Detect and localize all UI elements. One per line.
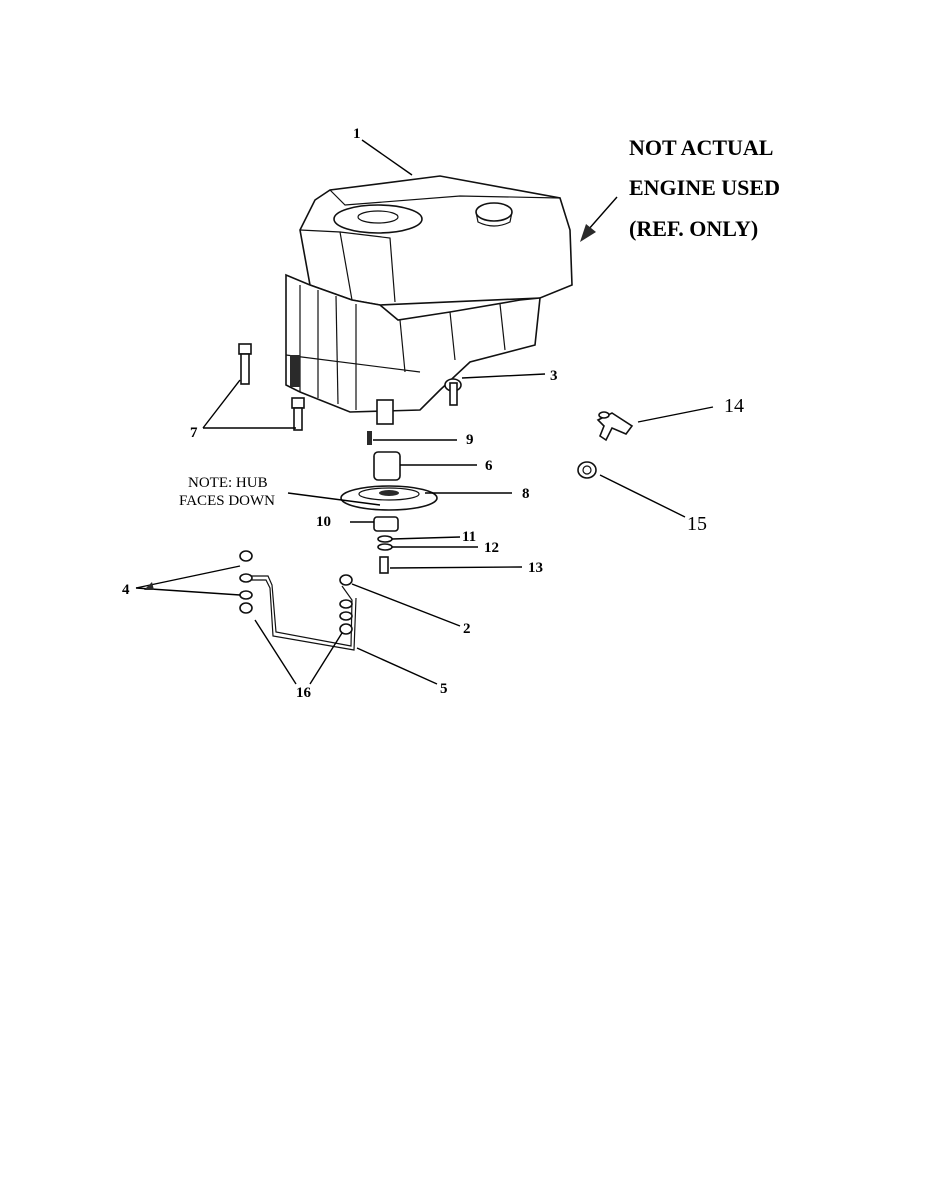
mounting-bolt-3	[449, 382, 458, 406]
disclaimer-line-3: (REF. ONLY)	[629, 216, 758, 241]
bracket-part-5	[248, 575, 357, 651]
callout-5: 5	[440, 681, 448, 697]
fuel-cap-rim	[475, 211, 513, 227]
leader-5	[356, 647, 438, 685]
washer-right-2	[339, 611, 353, 621]
fuel-cap	[475, 202, 513, 222]
callout-10: 10	[316, 514, 331, 530]
leader-16a	[254, 619, 297, 685]
callout-6: 6	[485, 458, 493, 474]
bolt-upper-head	[238, 343, 252, 355]
leader-15	[599, 474, 686, 518]
callout-12: 12	[484, 540, 499, 556]
spacer-part-6	[373, 451, 401, 481]
callout-14: 14	[724, 395, 744, 417]
leader-16b	[309, 632, 343, 685]
callout-labels: 1 3 7 9 6 8 10 11 12 13 14 15 4 2 5 16	[122, 126, 744, 701]
key-part-9	[367, 431, 372, 445]
leader-4a	[135, 565, 241, 589]
block-shadow	[290, 355, 300, 387]
nut-right-1	[339, 574, 353, 586]
engine-mount-bolts	[238, 343, 305, 431]
washer-part-11	[377, 535, 393, 543]
pulley-part-8-inner	[358, 487, 420, 501]
callout-7: 7	[190, 425, 198, 441]
hub-part-10	[373, 516, 399, 532]
engine-illustration	[285, 175, 573, 425]
block-detail-3	[335, 295, 339, 405]
note-line-2: FACES DOWN	[179, 493, 275, 509]
callout-8: 8	[522, 486, 530, 502]
disclaimer-line-1: NOT ACTUAL	[629, 135, 773, 160]
air-cleaner-inner	[357, 210, 399, 224]
nut-left-2	[239, 602, 253, 614]
callout-16: 16	[296, 685, 312, 701]
callout-9: 9	[466, 432, 474, 448]
leader-note	[287, 492, 381, 506]
callout-2: 2	[463, 621, 471, 637]
air-cleaner-cover	[333, 204, 423, 234]
bolt-upper-shank	[240, 353, 250, 385]
callout-3: 3	[550, 368, 558, 384]
shroud-top-edge	[329, 189, 561, 206]
leader-lines	[135, 139, 714, 685]
leader-3	[461, 373, 546, 379]
hub-note: NOTE: HUB FACES DOWN	[179, 475, 275, 509]
block-detail-6	[399, 319, 406, 373]
leader-2	[351, 583, 461, 627]
engine-top-shroud	[299, 175, 573, 306]
shroud-ridge-2	[339, 231, 396, 303]
tee-fitting-port	[598, 411, 610, 419]
engine-block	[285, 273, 541, 413]
callout-4: 4	[122, 582, 130, 598]
note-line-1: NOTE: HUB	[188, 475, 268, 491]
washer-part-12	[377, 543, 393, 551]
pulley-stack	[340, 431, 438, 574]
callout-1: 1	[353, 126, 361, 142]
plug-part-15	[577, 461, 597, 479]
pulley-part-8-outer	[340, 485, 438, 511]
washer-right-1	[339, 599, 353, 609]
bolt-part-13	[379, 556, 389, 574]
fittings	[577, 411, 634, 479]
leader-7a	[202, 379, 241, 429]
leader-14	[637, 406, 714, 423]
crankshaft-stub	[376, 399, 394, 425]
leader-disclaimer	[587, 196, 618, 231]
block-detail-8	[499, 303, 506, 351]
leader-11	[391, 536, 461, 540]
leader-13	[389, 566, 523, 569]
pulley-part-8-hub	[379, 490, 399, 496]
plug-part-15-inner	[582, 465, 592, 475]
arrowhead-4a	[144, 582, 154, 590]
bolt-lower-head	[291, 397, 305, 409]
reference-disclaimer: NOT ACTUAL ENGINE USED (REF. ONLY)	[629, 135, 780, 241]
block-detail-5	[285, 354, 421, 373]
callout-13: 13	[528, 560, 543, 576]
tee-fitting-part-14	[596, 412, 634, 442]
washer-left-1	[239, 573, 253, 583]
callout-15: 15	[687, 513, 707, 535]
disclaimer-arrowhead	[580, 224, 596, 242]
callout-11: 11	[462, 529, 476, 545]
washer-left-2	[239, 590, 253, 600]
nut-right-2	[339, 623, 353, 635]
bolt-lower-shank	[293, 407, 303, 431]
leader-1	[361, 139, 413, 176]
block-detail-7	[449, 311, 456, 361]
nut-left-1	[239, 550, 253, 562]
disclaimer-line-2: ENGINE USED	[629, 175, 780, 200]
bracket-assembly	[239, 550, 357, 651]
